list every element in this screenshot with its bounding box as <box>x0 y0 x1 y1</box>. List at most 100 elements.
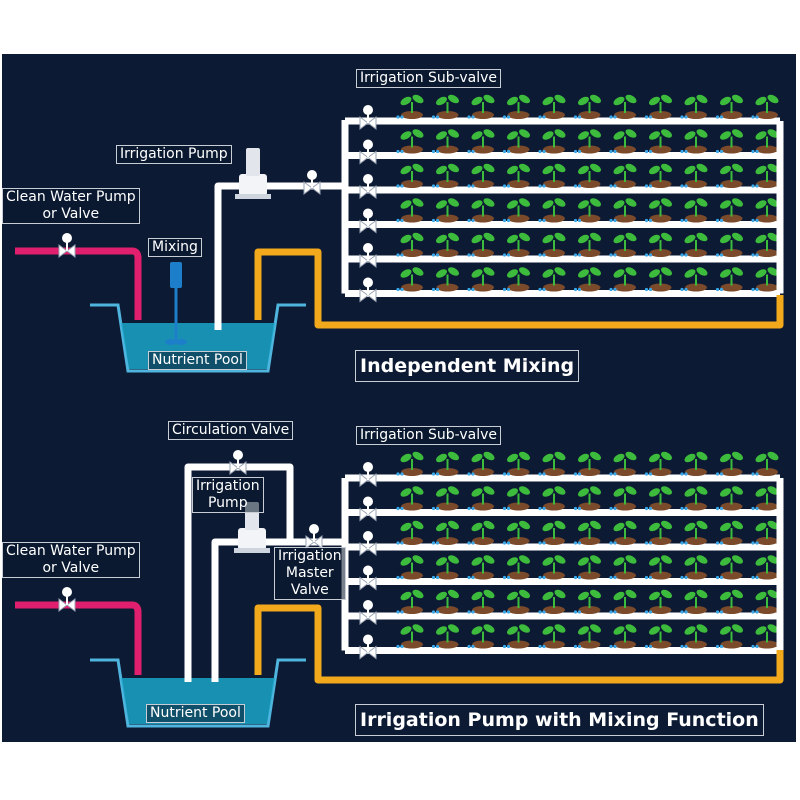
drip-dot <box>609 253 613 257</box>
top-sub-valve-label: Irrigation Sub-valve <box>356 69 501 88</box>
drip-dot <box>431 149 436 154</box>
drip-dot <box>542 644 546 649</box>
sprout-icon <box>649 232 672 257</box>
drip-dot <box>467 472 471 476</box>
drip-dot <box>467 541 471 545</box>
drip-dot <box>431 115 436 119</box>
drip-dot <box>471 610 475 614</box>
drip-dot <box>573 184 578 188</box>
sprout-icon <box>684 555 708 580</box>
drip-dot <box>538 541 542 545</box>
drip-dot <box>680 184 684 188</box>
sprout-icon <box>507 451 530 476</box>
drip-dot <box>715 115 720 119</box>
drip-dot <box>644 287 649 292</box>
drip-dot <box>467 218 471 223</box>
drip-dot <box>644 506 649 511</box>
drip-dot <box>400 218 404 223</box>
drip-dot <box>577 287 582 292</box>
supply-pipe <box>214 182 345 330</box>
drip-dot <box>751 115 755 119</box>
drip-dot <box>684 218 688 223</box>
sprout-icon <box>578 129 601 154</box>
sub-valve-icon <box>359 531 377 556</box>
sub-valve-icon <box>359 496 377 522</box>
drip-dot <box>400 575 404 580</box>
drip-dot <box>400 287 404 292</box>
sprout-icon <box>684 232 708 257</box>
drip-dot <box>719 218 724 223</box>
sprout-icon <box>436 198 459 223</box>
sprout-icon <box>578 520 601 545</box>
pool-outline <box>90 658 306 728</box>
sprout-icon <box>542 486 566 511</box>
drip-dot <box>577 218 582 223</box>
drip-dot <box>435 115 440 119</box>
drip-dot <box>644 149 649 154</box>
drip-dot <box>502 472 507 476</box>
drip-dot <box>471 149 475 154</box>
drip-dot <box>538 472 542 476</box>
drip-dot <box>755 644 759 649</box>
sub-valve-icon <box>359 277 377 303</box>
drip-dot <box>684 610 688 614</box>
sprout-icon <box>684 486 708 511</box>
drip-dot <box>506 287 511 292</box>
sprout-icon <box>720 94 743 119</box>
drip-dot <box>613 541 617 545</box>
drip-dot <box>648 644 653 649</box>
drip-dot <box>648 149 653 154</box>
drip-dot <box>538 184 542 188</box>
sprout-icon <box>684 589 708 614</box>
sprout-icon <box>400 520 424 545</box>
sprout-icon <box>684 198 708 223</box>
drip-dot <box>573 610 578 614</box>
drip-dot <box>400 184 404 188</box>
sprout-icon <box>471 267 495 292</box>
drip-dot <box>502 287 507 292</box>
drip-dot <box>577 575 582 580</box>
sprout-icon <box>471 520 495 545</box>
drip-dot <box>396 541 400 545</box>
sprout-icon <box>755 624 779 649</box>
sprout-icon <box>542 520 566 545</box>
sprout-icon <box>507 555 530 580</box>
drip-dot <box>715 610 720 614</box>
drip-dot <box>396 115 400 119</box>
sub-valve-icon <box>359 139 377 165</box>
bottom-pool-label: Nutrient Pool <box>146 704 245 723</box>
drip-dot <box>648 575 653 580</box>
sprout-icon <box>720 198 743 223</box>
drip-dot <box>538 287 542 292</box>
sub-valve-icon <box>359 174 377 199</box>
drip-dot <box>538 218 542 223</box>
sprout-icon <box>613 94 637 119</box>
sprout-icon <box>436 624 459 649</box>
drip-dot <box>396 472 400 476</box>
drip-dot <box>613 287 617 292</box>
drip-dot <box>542 472 546 476</box>
drip-dot <box>435 610 440 614</box>
drip-dot <box>751 287 755 292</box>
drip-dot <box>577 472 582 476</box>
sprout-icon <box>542 129 566 154</box>
drip-dot <box>755 472 759 476</box>
pump-icon <box>235 148 271 199</box>
drip-dot <box>680 644 684 649</box>
sprout-icon <box>613 520 637 545</box>
sprout-icon <box>507 198 530 223</box>
drip-dot <box>577 184 582 188</box>
drip-dot <box>613 575 617 580</box>
drip-dot <box>644 184 649 188</box>
drip-dot <box>644 472 649 476</box>
clean-water-pipe <box>15 601 142 675</box>
drip-dot <box>609 115 613 119</box>
clean-water-valve-icon <box>58 233 76 258</box>
sprout-icon <box>649 486 672 511</box>
drip-dot <box>715 218 720 223</box>
drip-dot <box>755 506 759 511</box>
drip-dot <box>644 610 649 614</box>
drip-dot <box>542 575 546 580</box>
sub-valve-icon <box>359 634 377 660</box>
sprout-icon <box>507 94 530 119</box>
